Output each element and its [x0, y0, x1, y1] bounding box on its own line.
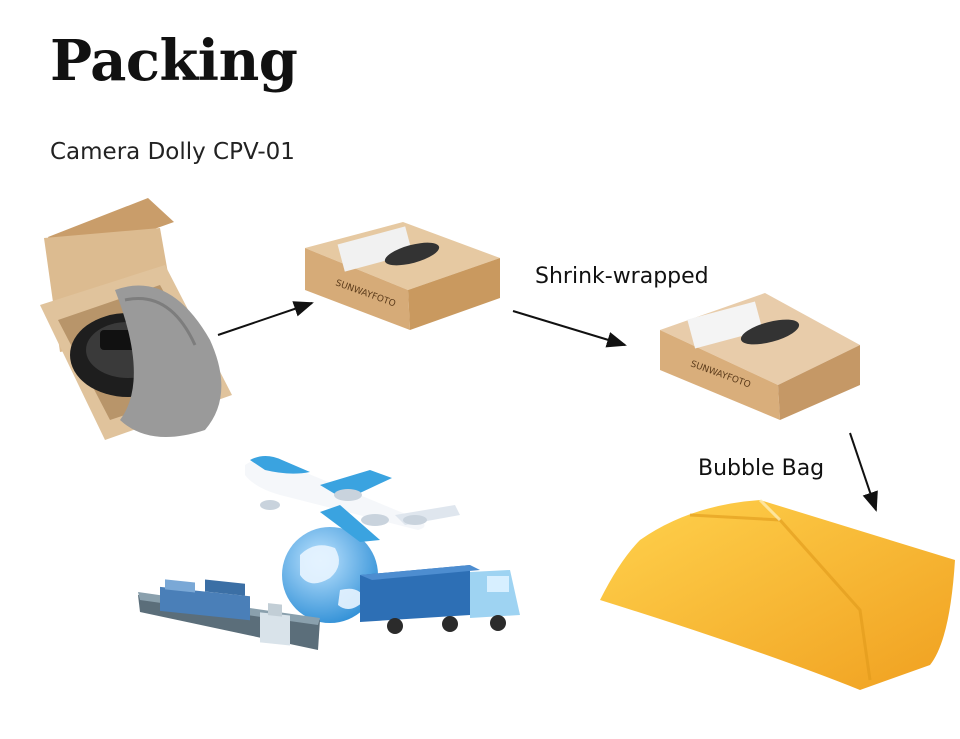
arrow-3: [849, 432, 878, 512]
bubble-bag-label: Bubble Bag: [698, 456, 825, 481]
open-box-with-dolly-image: [40, 198, 232, 440]
arrow-1: [217, 301, 314, 336]
shrink-wrapped-label: Shrink-wrapped: [535, 264, 709, 289]
shipping-logistics-image: [138, 456, 520, 650]
bubble-bag-image: [600, 498, 955, 690]
arrow-2: [512, 310, 627, 348]
airplane-icon: [245, 456, 460, 542]
retail-box-image: SUNWAYFOTO: [305, 222, 500, 330]
cargo-ship-icon: [138, 579, 320, 650]
product-name: Camera Dolly CPV-01: [50, 139, 295, 165]
truck-icon: [360, 565, 520, 634]
page-title: Packing: [50, 28, 298, 94]
shrink-wrapped-box-image: SUNWAYFOTO: [660, 293, 860, 420]
